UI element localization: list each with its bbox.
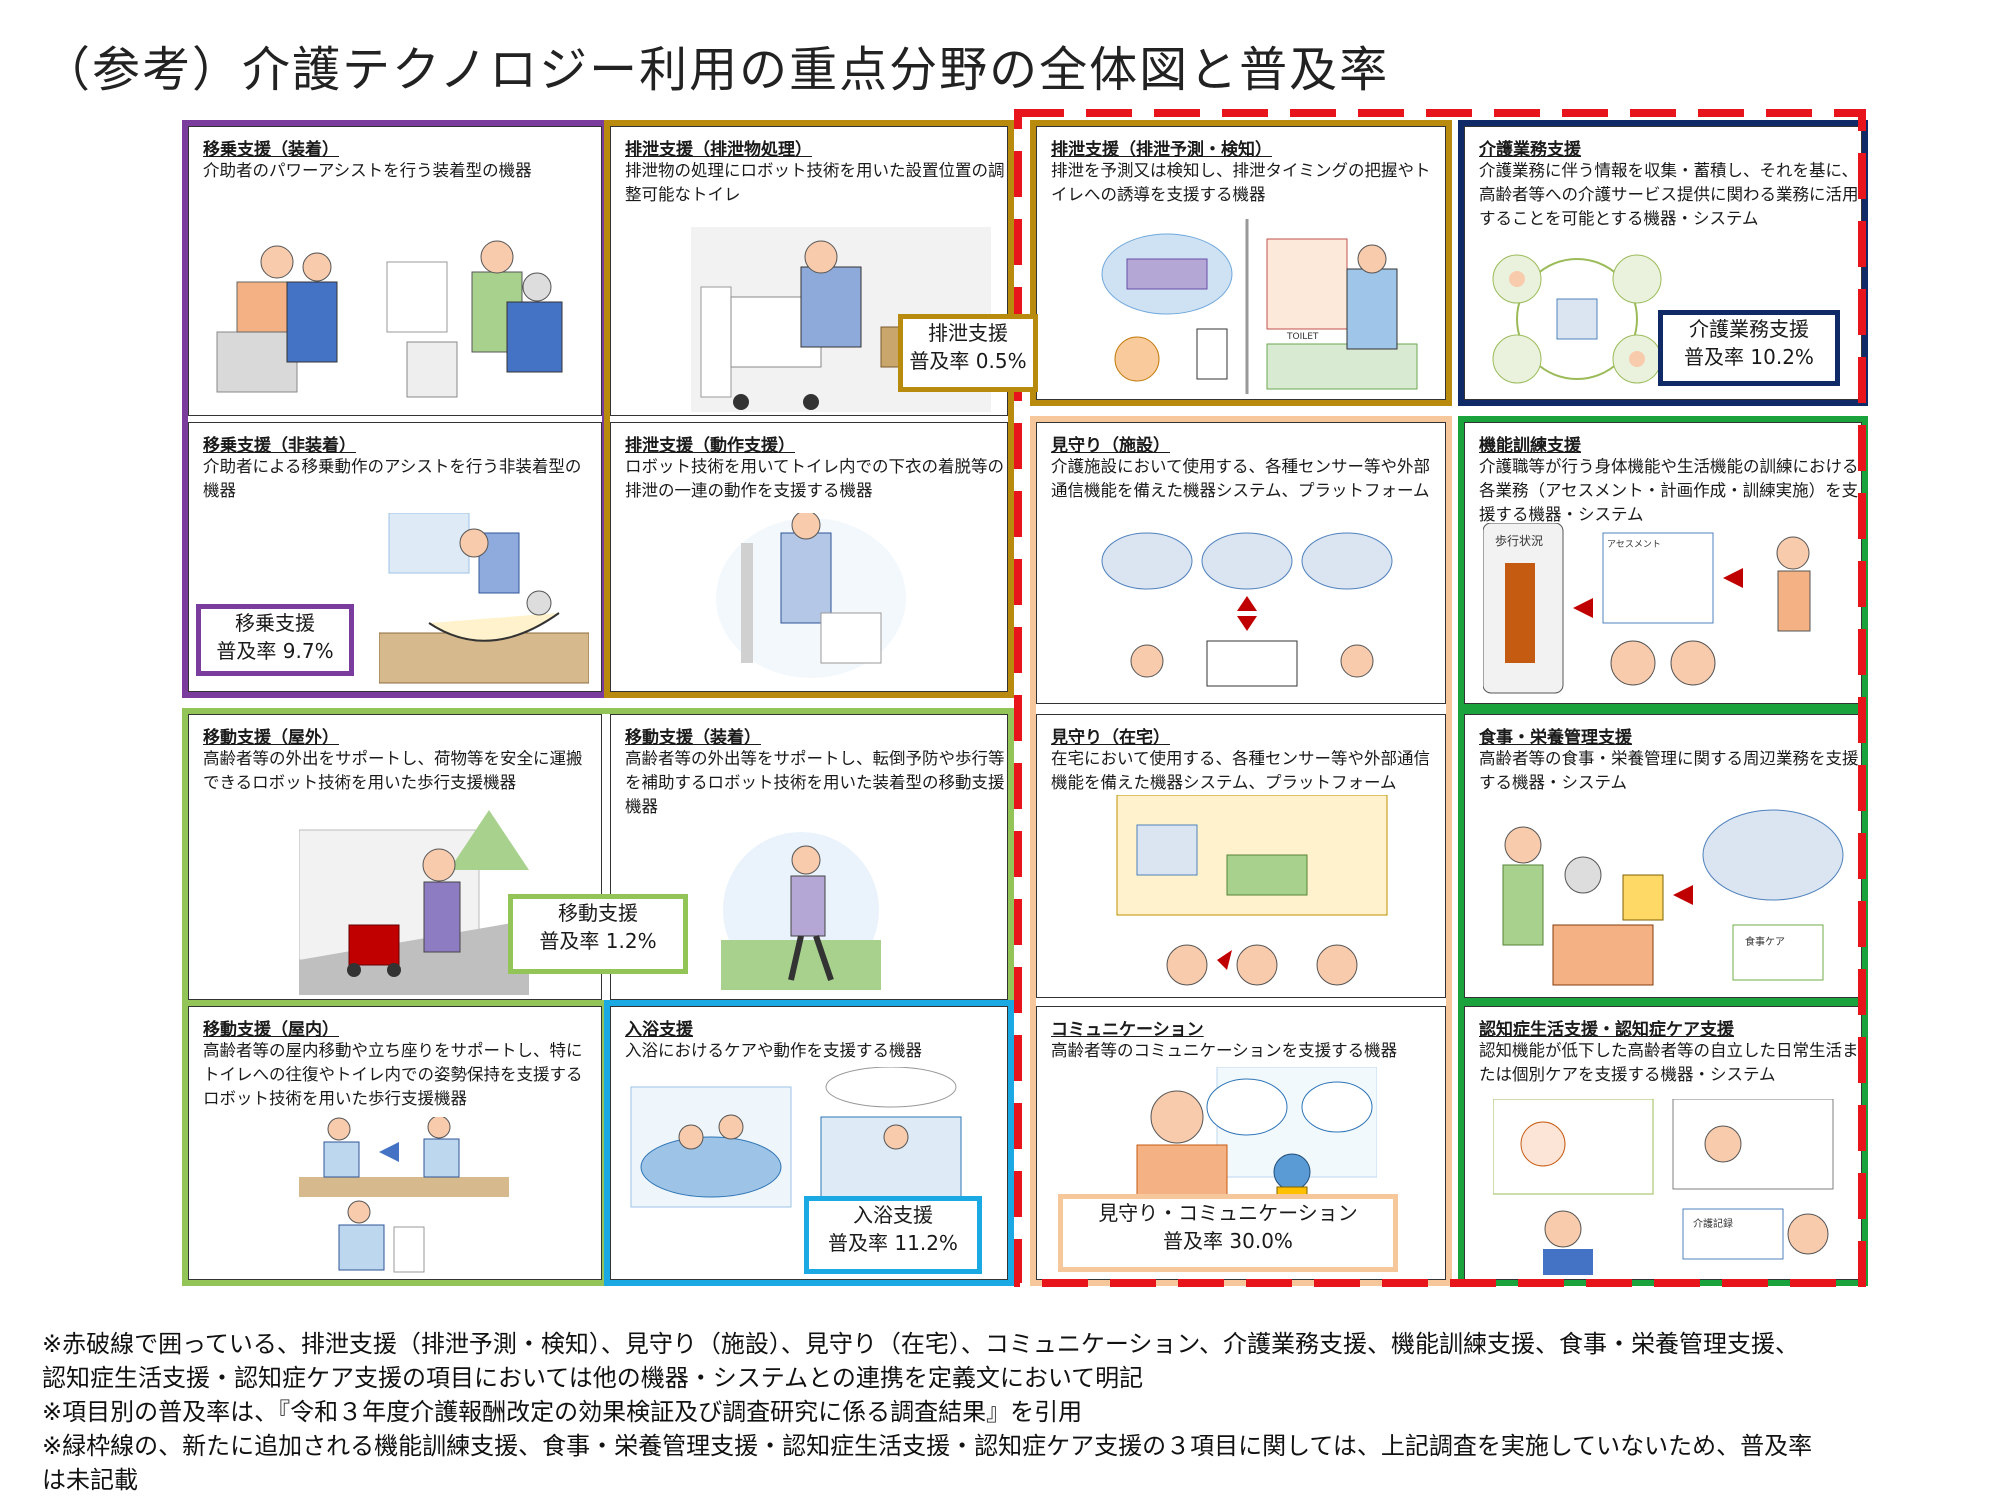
cell-title: 見守り（施設） xyxy=(1051,436,1170,456)
walker-indoor-illustration-icon xyxy=(299,1117,509,1273)
rate-value: 普及率 10.2% xyxy=(1684,345,1814,369)
cell-title: 機能訓練支援 xyxy=(1479,436,1581,456)
cell-monitoring-home: 見守り（在宅） 在宅において使用する、各種センサー等や外部通信機能を備えた機器シ… xyxy=(1036,714,1446,998)
walker-outdoor-illustration-icon xyxy=(299,810,529,995)
rate-box-mobility: 移動支援 普及率 1.2% xyxy=(508,894,688,974)
care-record-text: 介護記録 xyxy=(1693,1217,1733,1230)
cell-title: 排泄支援（動作支援） xyxy=(625,436,795,456)
rate-box-care-work: 介護業務支援 普及率 10.2% xyxy=(1658,310,1840,386)
rate-label: 移乗支援 xyxy=(235,611,315,635)
cell-desc: 認知機能が低下した高齢者等の自立した日常生活または個別ケアを支援する機器・システ… xyxy=(1479,1041,1859,1084)
home-monitor-illustration-icon xyxy=(1116,795,1388,986)
cell-desc: 介助者による移乗動作のアシストを行う非装着型の機器 xyxy=(203,457,582,500)
toilet-assist-illustration-icon xyxy=(716,513,906,678)
meal-care-text: 食事ケア xyxy=(1745,935,1785,948)
cell-title: 移乗支援（非装着） xyxy=(203,436,356,456)
cell-title: 入浴支援 xyxy=(625,1020,693,1040)
rate-value: 普及率 9.7% xyxy=(216,639,334,663)
rate-box-excretion: 排泄支援 普及率 0.5% xyxy=(898,314,1038,392)
cell-function-training: 機能訓練支援 介護職等が行う身体機能や生活機能の訓練における各業務（アセスメント… xyxy=(1464,422,1862,704)
walking-aid-illustration-icon xyxy=(721,832,881,990)
cell-desc: 介護業務に伴う情報を収集・蓄積し、それを基に、高齢者等への介護サービス提供に関わ… xyxy=(1479,161,1859,228)
cell-title: 介護業務支援 xyxy=(1479,140,1581,160)
footnotes: ※赤破線で囲っている、排泄支援（排泄予測・検知）、見守り（施設）、見守り（在宅）… xyxy=(42,1327,1962,1497)
cell-desc: 高齢者等の食事・栄養管理に関する周辺業務を支援する機器・システム xyxy=(1479,749,1859,792)
cell-title: 移乗支援（装着） xyxy=(203,140,339,160)
cell-desc: ロボット技術を用いてトイレ内での下衣の着脱等の排泄の一連の動作を支援する機器 xyxy=(625,457,1005,500)
cell-desc: 排泄を予測又は検知し、排泄タイミングの把握やトイレへの誘導を支援する機器 xyxy=(1051,161,1431,204)
cell-desc: 高齢者等の外出をサポートし、荷物等を安全に運搬できるロボット技術を用いた歩行支援… xyxy=(203,749,583,792)
rate-value: 普及率 0.5% xyxy=(909,349,1027,373)
footnote-line: は未記載 xyxy=(42,1466,138,1494)
cell-desc: 介助者のパワーアシストを行う装着型の機器 xyxy=(203,161,532,180)
rate-value: 普及率 30.0% xyxy=(1163,1229,1293,1253)
rate-box-monitoring: 見守り・コミュニケーション 普及率 30.0% xyxy=(1058,1194,1398,1272)
rate-label: 移動支援 xyxy=(558,901,638,925)
cell-monitoring-facility: 見守り（施設） 介護施設において使用する、各種センサー等や外部通信機能を備えた機… xyxy=(1036,422,1446,704)
rate-label: 見守り・コミュニケーション xyxy=(1098,1201,1358,1225)
cell-title: 認知症生活支援・認知症ケア支援 xyxy=(1479,1020,1734,1040)
footnote-line: 認知症生活支援・認知症ケア支援の項目においては他の機器・システムとの連携を定義文… xyxy=(42,1364,1144,1392)
cell-desc: 介護職等が行う身体機能や生活機能の訓練における各業務（アセスメント・計画作成・訓… xyxy=(1479,457,1859,524)
page-title: （参考）介護テクノロジー利用の重点分野の全体図と普及率 xyxy=(42,42,1390,98)
cell-desc: 入浴におけるケアや動作を支援する機器 xyxy=(625,1041,922,1060)
cell-title: 食事・栄養管理支援 xyxy=(1479,728,1632,748)
cell-desc: 高齢者等の屋内移動や立ち座りをサポートし、特にトイレへの往復やトイレ内での姿勢保… xyxy=(203,1041,583,1108)
monitor-illustration-icon xyxy=(1101,532,1393,687)
cell-title: 移動支援（屋内） xyxy=(203,1020,339,1040)
cell-title: 排泄支援（排泄予測・検知） xyxy=(1051,140,1272,160)
cell-mobility-indoor: 移動支援（屋内） 高齢者等の屋内移動や立ち座りをサポートし、特にトイレへの往復や… xyxy=(188,1006,602,1280)
transfer-illustration-icon xyxy=(216,240,563,398)
rate-value: 普及率 11.2% xyxy=(828,1231,958,1255)
training-illustration-icon: 歩行状況 アセスメント xyxy=(1483,523,1811,694)
network-illustration-icon xyxy=(1492,254,1662,384)
bath-illustration-icon xyxy=(630,1067,962,1208)
cell-desc: 在宅において使用する、各種センサー等や外部通信機能を備えた機器システム、プラット… xyxy=(1051,749,1431,792)
footnote-line: ※緑枠線の、新たに追加される機能訓練支援、食事・栄養管理支援・認知症生活支援・認… xyxy=(42,1432,1813,1460)
cell-desc: 介護施設において使用する、各種センサー等や外部通信機能を備えた機器システム、プラ… xyxy=(1051,457,1431,500)
toilet-sign-text: TOILET xyxy=(1286,332,1319,342)
cell-desc: 排泄物の処理にロボット技術を用いた設置位置の調整可能なトイレ xyxy=(625,161,1005,204)
rate-label: 排泄支援 xyxy=(928,321,1008,345)
cell-excretion-motion: 排泄支援（動作支援） ロボット技術を用いてトイレ内での下衣の着脱等の排泄の一連の… xyxy=(610,422,1008,692)
cell-transfer-nonwearable: 移乗支援（非装着） 介助者による移乗動作のアシストを行う非装着型の機器 xyxy=(188,422,602,692)
rate-label: 入浴支援 xyxy=(853,1203,933,1227)
cell-excretion-disposal: 排泄支援（排泄物処理） 排泄物の処理にロボット技術を用いた設置位置の調整可能なト… xyxy=(610,126,1008,416)
cell-title: コミュニケーション xyxy=(1051,1020,1204,1040)
cell-dementia-support: 認知症生活支援・認知症ケア支援 認知機能が低下した高齢者等の自立した日常生活また… xyxy=(1464,1006,1862,1280)
cell-title: 移動支援（屋外） xyxy=(203,728,339,748)
rate-label: 介護業務支援 xyxy=(1689,317,1809,341)
assessment-text: アセスメント xyxy=(1607,539,1661,550)
footnote-line: ※項目別の普及率は、『令和３年度介護報酬改定の効果検証及び調査研究に係る調査結果… xyxy=(42,1398,1083,1426)
cell-desc: 高齢者等の外出等をサポートし、転倒予防や歩行等を補助するロボット技術を用いた装着… xyxy=(625,749,1005,816)
cell-transfer-wearable: 移乗支援（装着） 介助者のパワーアシストを行う装着型の機器 xyxy=(188,126,602,416)
rate-value: 普及率 1.2% xyxy=(539,929,657,953)
cell-desc: 高齢者等のコミュニケーションを支援する機器 xyxy=(1051,1041,1398,1060)
dementia-illustration-icon: 介護記録 xyxy=(1493,1099,1834,1275)
cell-excretion-prediction: 排泄支援（排泄予測・検知） 排泄を予測又は検知し、排泄タイミングの把握やトイレへ… xyxy=(1036,126,1446,400)
footnote-line: ※赤破線で囲っている、排泄支援（排泄予測・検知）、見守り（施設）、見守り（在宅）… xyxy=(42,1330,1799,1358)
lift-illustration-icon xyxy=(379,513,589,684)
cell-title: 見守り（在宅） xyxy=(1051,728,1170,748)
cell-title: 排泄支援（排泄物処理） xyxy=(625,140,812,160)
walk-status-text: 歩行状況 xyxy=(1495,533,1543,548)
cell-meal-nutrition: 食事・栄養管理支援 高齢者等の食事・栄養管理に関する周辺業務を支援する機器・シス… xyxy=(1464,714,1862,998)
meal-illustration-icon: 食事ケア xyxy=(1502,809,1844,986)
rate-box-bathing: 入浴支援 普及率 11.2% xyxy=(804,1196,982,1274)
cell-title: 移動支援（装着） xyxy=(625,728,761,748)
rate-box-transfer: 移乗支援 普及率 9.7% xyxy=(196,604,354,676)
sensor-illustration-icon: TOILET xyxy=(1101,219,1418,394)
